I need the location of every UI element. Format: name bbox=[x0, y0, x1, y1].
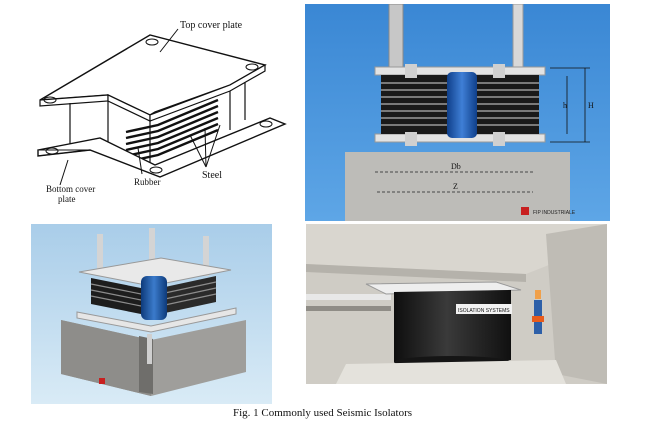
label-top-cover-plate: Top cover plate bbox=[180, 20, 243, 31]
dim-Z: Z bbox=[453, 182, 458, 191]
label-bottom-cover-plate-2: plate bbox=[58, 194, 76, 204]
label-bottom-cover-plate: Bottom cover bbox=[46, 184, 95, 194]
dim-h: h bbox=[563, 101, 567, 110]
isolator-dimensioned-photo: h H Db Z FIP INDUSTRIALE bbox=[305, 4, 610, 221]
label-rubber: Rubber bbox=[134, 177, 161, 187]
isolator-installed-photo: ISOLATION SYSTEMS bbox=[306, 224, 607, 384]
isolator-schematic-drawing: Top cover plate Bottom cover plate Rubbe… bbox=[30, 0, 292, 212]
brand-logo-icon bbox=[521, 207, 529, 215]
label-steel: Steel bbox=[202, 170, 222, 181]
brand-text: FIP INDUSTRIALE bbox=[533, 210, 576, 216]
isolator-3d-render bbox=[31, 224, 272, 404]
dim-H: H bbox=[588, 101, 594, 110]
dim-Db: Db bbox=[451, 162, 461, 171]
brand-logo-icon-2 bbox=[99, 378, 105, 384]
figure-caption: Fig. 1 Commonly used Seismic Isolators bbox=[232, 407, 413, 419]
isolation-systems-plate: ISOLATION SYSTEMS bbox=[458, 308, 510, 314]
